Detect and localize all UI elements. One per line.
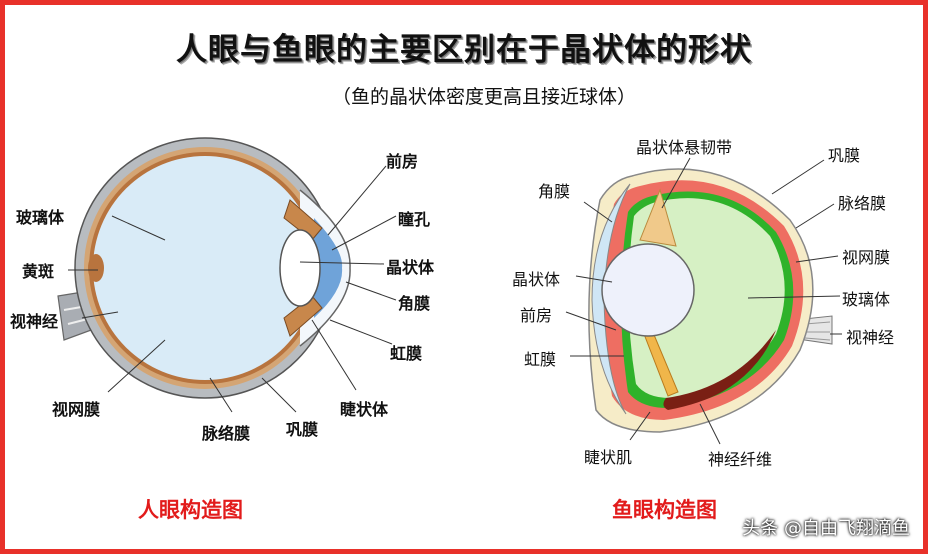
label-human-retina: 视网膜	[52, 400, 101, 419]
human-anterior-chamber-shape	[314, 218, 343, 318]
label-fish-cornea: 角膜	[538, 182, 571, 201]
fish-lens-shape	[601, 243, 695, 337]
label-fish-suspensory-ligament: 晶状体悬韧带	[636, 138, 733, 157]
label-human-vitreous: 玻璃体	[16, 208, 65, 227]
watermark: 头条 @自由飞翔滴鱼	[742, 518, 910, 539]
label-fish-lens: 晶状体	[512, 270, 561, 289]
fish-suspensory-ligament-shape	[639, 188, 677, 247]
label-fish-optic-nerve: 视神经	[846, 328, 895, 347]
fish-eye-drawing	[588, 168, 833, 433]
human-vitreous-shape	[93, 156, 317, 380]
label-human-choroid: 脉络膜	[202, 424, 251, 443]
label-human-optic-nerve: 视神经	[10, 312, 59, 331]
label-human-sclera: 巩膜	[286, 420, 319, 439]
label-fish-ciliary-muscle: 睫状肌	[584, 448, 633, 467]
label-fish-choroid: 脉络膜	[838, 194, 887, 213]
fish-leader-lines	[565, 157, 842, 445]
label-human-lens: 晶状体	[386, 258, 435, 277]
label-fish-sclera: 巩膜	[828, 146, 861, 165]
label-human-ciliary-body: 睫状体	[340, 400, 389, 419]
page-subtitle: （鱼的晶状体密度更高且接近球体）	[331, 86, 636, 108]
label-fish-anterior-chamber: 前房	[520, 306, 553, 325]
human-macula-shape	[88, 254, 104, 282]
fish-nerve-fiber-shape	[663, 330, 776, 410]
label-fish-nerve-fiber: 神经纤维	[708, 450, 773, 469]
label-human-pupil: 瞳孔	[398, 210, 431, 229]
label-human-cornea: 角膜	[398, 294, 431, 313]
human-lens-shape	[279, 229, 321, 307]
caption-human-eye: 人眼构造图	[138, 498, 243, 522]
page-title: 人眼与鱼眼的主要区别在于晶状体的形状	[176, 32, 752, 68]
label-human-iris: 虹膜	[390, 344, 423, 363]
human-leader-lines	[68, 165, 397, 413]
label-fish-retina: 视网膜	[842, 248, 891, 267]
human-eye-drawing	[57, 137, 351, 399]
caption-fish-eye: 鱼眼构造图	[612, 498, 717, 522]
label-human-anterior-chamber: 前房	[386, 152, 419, 171]
label-fish-iris: 虹膜	[524, 350, 557, 369]
label-fish-vitreous: 玻璃体	[842, 290, 891, 309]
label-human-macula: 黄斑	[22, 262, 55, 281]
